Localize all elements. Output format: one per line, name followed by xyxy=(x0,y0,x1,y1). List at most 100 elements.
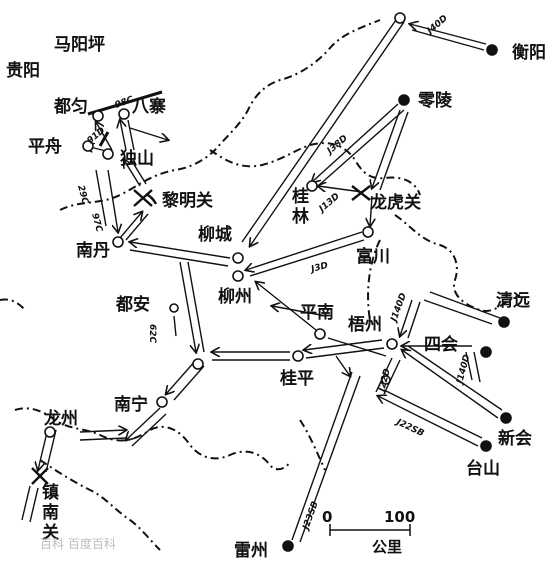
arrow-hengyang-a xyxy=(410,24,487,45)
battle-icon-zhennanguan xyxy=(31,467,49,485)
arrow-xinhui-wuzhou-a xyxy=(402,350,499,419)
city-dot-nanning-junction xyxy=(192,358,204,370)
city-dot-bazhai xyxy=(118,108,130,120)
unit-labels: J40D J38D J13D J3D J140D J140D J22D J22S… xyxy=(75,13,473,533)
arrow-nandan-down xyxy=(107,169,118,232)
arrow-lingling-longhu-b xyxy=(379,111,409,191)
city-dot-liucheng xyxy=(232,252,244,264)
battle-icon-longhuguan xyxy=(351,185,371,201)
label-duan: 都安 xyxy=(115,294,150,315)
label-liucheng: 柳城 xyxy=(198,224,232,245)
arrow-nanning-longzhou-a xyxy=(126,407,161,440)
city-dot-xinhui xyxy=(500,412,512,424)
arrow-j140d-a xyxy=(400,299,413,336)
vertical-labels: 桂林 镇南关 xyxy=(42,186,309,543)
label-hengyang: 衡阳 xyxy=(512,42,546,63)
arrow-qingyuan-a xyxy=(423,299,493,325)
scale-unit: 公里 xyxy=(372,538,402,556)
arrow-lingling-guilin-b xyxy=(317,109,405,187)
label-wuzhou: 梧州 xyxy=(348,314,382,335)
arrow-nandan-liming-b xyxy=(125,213,149,241)
city-dot-dushan xyxy=(102,148,114,160)
arrow-longzhou-zhennan-b xyxy=(45,429,57,473)
city-dot-pingzhou xyxy=(82,140,94,152)
arrow-lingling-longhu-a xyxy=(372,109,401,188)
label-longzhou: 龙州 xyxy=(43,408,78,429)
arrow-leizhou-b xyxy=(299,375,361,543)
arrow-taishan-a xyxy=(378,396,479,447)
city-dot-wuzhou-small xyxy=(381,375,391,385)
city-markers xyxy=(44,12,512,552)
arrow-liucheng-nandan-a xyxy=(130,242,231,259)
arrow-junction-nanning-b xyxy=(173,365,205,401)
border-east xyxy=(299,419,326,471)
city-dot-guilin xyxy=(306,180,318,192)
border-guangxi-guangdong xyxy=(394,214,521,312)
label-bazhai: 八寨 xyxy=(132,96,166,117)
city-dot-lingling xyxy=(398,94,410,106)
unit-j13d: J13D xyxy=(316,191,342,215)
arrow-north-liucheng-b xyxy=(250,21,405,246)
city-dot-leizhou xyxy=(282,540,294,552)
border-vietnam xyxy=(14,407,291,471)
city-dot-duan xyxy=(169,303,179,313)
arrow-pingnan-liuzhou xyxy=(256,282,317,331)
arrow-north-liucheng-a xyxy=(241,19,397,243)
arrow-leizhou-c xyxy=(335,355,350,376)
label-leizhou: 雷州 xyxy=(234,541,268,561)
city-dot-hengyang xyxy=(486,44,498,56)
city-dot-nandan xyxy=(112,236,124,248)
battle-icon-limingguan xyxy=(133,189,158,207)
border-guangdong-west xyxy=(367,239,381,321)
label-qingyuan: 清远 xyxy=(496,290,530,311)
city-dot-duyun xyxy=(92,110,104,122)
city-dot-wuzhou xyxy=(386,338,398,350)
label-taishan: 台山 xyxy=(466,458,500,479)
arrow-zhennan-down-a xyxy=(21,485,31,521)
city-dot-qingyuan xyxy=(498,316,510,328)
label-duyun: 都匀 xyxy=(53,96,88,117)
label-lingling: 零陵 xyxy=(417,90,453,111)
arrow-dushan-bazhai-b xyxy=(127,119,135,151)
arrow-dushan-bazhai-a xyxy=(120,120,127,151)
border-yunnan xyxy=(0,298,26,311)
unit-97c: 97C xyxy=(89,212,104,233)
city-dot-pingnan xyxy=(314,328,326,340)
unit-j38d: J38D xyxy=(324,133,350,157)
label-nandan: 南丹 xyxy=(76,240,110,261)
arrow-lingling-guilin-a xyxy=(312,103,399,182)
unit-91d: 91D xyxy=(86,125,108,146)
arrow-liuzhou-south-b xyxy=(187,261,205,353)
label-zhennanguan: 镇南关 xyxy=(42,482,59,543)
label-fuchuan: 富川 xyxy=(356,246,390,267)
label-longhuguan: 龙虎关 xyxy=(369,192,421,213)
scale-hundred: 100 xyxy=(384,508,415,526)
arrow-pingnan-wuzhou xyxy=(327,337,387,357)
city-dot-guiping xyxy=(292,350,304,362)
watermark: 百科 百度百科 xyxy=(40,536,116,551)
label-xinhui: 新会 xyxy=(498,428,532,449)
unit-62c: 62C xyxy=(147,324,157,344)
city-labels: 衡阳 贵阳 马阳坪 都匀 八寨 平舟 独山 黎明关 零陵 龙虎关 柳城 柳州 南… xyxy=(6,35,546,561)
advance-arrows xyxy=(21,19,503,543)
label-liuzhou: 柳州 xyxy=(218,286,252,307)
unit-j3d: J3D xyxy=(308,261,330,276)
arrow-j140d-b xyxy=(407,301,421,339)
front-line-dushan xyxy=(98,131,110,147)
arrow-longhu-guilin xyxy=(318,186,363,193)
arrow-bazhai-east xyxy=(129,127,168,140)
border-hunan-guangxi xyxy=(209,142,421,196)
arrow-j22d-a xyxy=(375,357,393,393)
city-dot-north xyxy=(394,12,406,24)
label-limingguan: 黎明关 xyxy=(162,190,213,211)
city-dot-fuchuan xyxy=(362,226,374,238)
arrow-fuchuan-liuzhou-b xyxy=(249,239,365,277)
arrow-fuchuan-liuzhou-a xyxy=(246,231,363,270)
province-borders xyxy=(0,19,521,551)
arrow-taishan-b xyxy=(383,389,483,439)
arrow-zhennan-down-b xyxy=(29,487,39,523)
arrow-duan-down xyxy=(173,315,177,337)
arrow-j22d-b xyxy=(383,359,401,395)
scale-zero: 0 xyxy=(322,508,332,526)
city-dot-liuzhou xyxy=(232,270,244,282)
